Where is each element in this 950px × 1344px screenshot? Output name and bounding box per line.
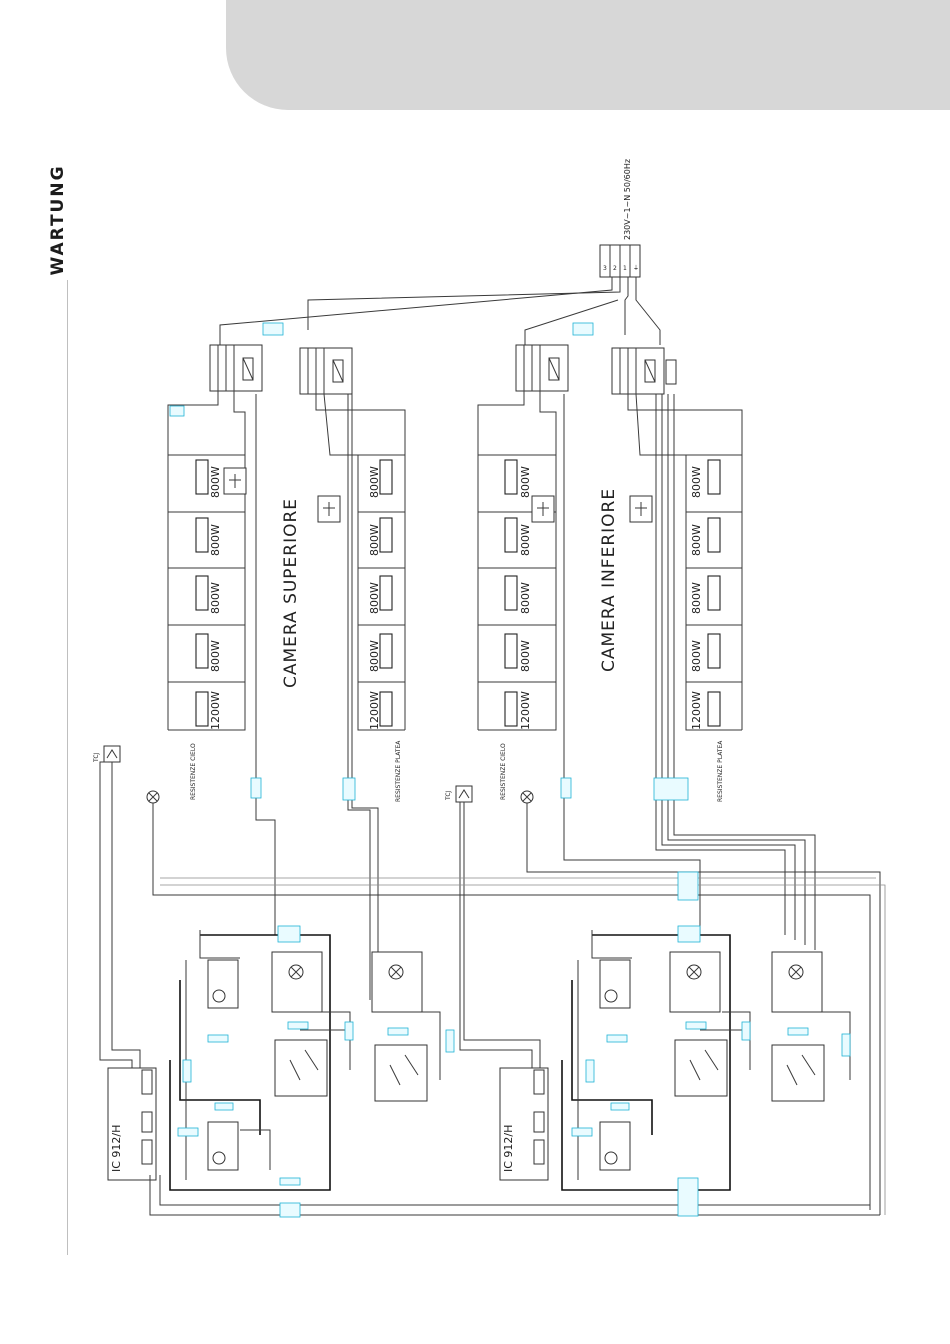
svg-text:1: 1 [623, 265, 627, 272]
svg-text:800W: 800W [519, 582, 532, 614]
svg-text:RESISTENZE CIELO: RESISTENZE CIELO [500, 743, 507, 800]
upper-tcj-sensor: TCJ [93, 746, 140, 1068]
lower-controller: IC 912/H [500, 1068, 548, 1180]
svg-text:1200W: 1200W [209, 691, 222, 730]
upper-top-resistor-ladder [168, 391, 245, 730]
svg-text:IC 912/H: IC 912/H [110, 1125, 123, 1172]
upper-chamber-title: CAMERA SUPERIORE [281, 498, 301, 688]
svg-text:1200W: 1200W [368, 691, 381, 730]
svg-text:3: 3 [603, 265, 607, 272]
lower-contactor-bottom [612, 348, 676, 394]
upper-chamber: 800W 800W 800W 800W 1200W RESISTENZE CIE… [93, 323, 870, 1210]
svg-text:800W: 800W [368, 582, 381, 614]
svg-text:800W: 800W [368, 466, 381, 498]
svg-text:RESISTENZE CIELO: RESISTENZE CIELO [190, 743, 197, 800]
power-terminal-block: 3 2 1 ⏚ [600, 245, 640, 277]
svg-text:2: 2 [613, 265, 617, 272]
upper-contactor-top [210, 345, 262, 391]
svg-text:230V~1~N 50/60Hz: 230V~1~N 50/60Hz [623, 159, 632, 240]
svg-text:800W: 800W [519, 640, 532, 672]
lower-bottom-resistor-ladder [628, 394, 742, 730]
svg-text:800W: 800W [690, 466, 703, 498]
svg-text:800W: 800W [519, 524, 532, 556]
svg-text:800W: 800W [209, 524, 222, 556]
svg-text:800W: 800W [690, 640, 703, 672]
svg-text:RESISTENZE PLATEA: RESISTENZE PLATEA [717, 740, 724, 802]
svg-text:800W: 800W [209, 582, 222, 614]
svg-text:TCJ: TCJ [445, 790, 452, 801]
upper-bottom-resistor-ladder [316, 394, 405, 730]
svg-text:⏚: ⏚ [633, 265, 639, 272]
svg-text:800W: 800W [368, 524, 381, 556]
lower-top-resistor-labels: 800W 800W 800W 800W 1200W RESISTENZE CIE… [500, 466, 532, 800]
svg-text:800W: 800W [690, 524, 703, 556]
svg-text:800W: 800W [209, 466, 222, 498]
upper-contactor-bottom [300, 348, 352, 394]
svg-text:1200W: 1200W [519, 691, 532, 730]
upper-controller: IC 912/H [108, 1068, 156, 1180]
lower-contactor-top [516, 345, 568, 391]
mains-wiring [220, 277, 660, 345]
svg-text:800W: 800W [519, 466, 532, 498]
lower-tcj-sensor: TCJ [445, 786, 540, 1068]
svg-text:800W: 800W [209, 640, 222, 672]
svg-text:RESISTENZE PLATEA: RESISTENZE PLATEA [395, 740, 402, 802]
svg-text:800W: 800W [690, 582, 703, 614]
upper-top-resistor-labels: 800W 800W 800W 800W 1200W RESISTENZE CIE… [190, 466, 222, 800]
upper-control-panel: IC 912/H [108, 926, 880, 1217]
lower-top-resistor-ladder [478, 391, 556, 730]
svg-text:TCJ: TCJ [93, 752, 100, 763]
lower-control-panel: IC 912/H [500, 926, 850, 1216]
svg-text:IC 912/H: IC 912/H [502, 1125, 515, 1172]
lower-chamber-title: CAMERA INFERIORE [599, 488, 619, 672]
svg-text:1200W: 1200W [690, 691, 703, 730]
power-supply-label: 230V~1~N 50/60Hz [623, 159, 632, 240]
svg-text:800W: 800W [368, 640, 381, 672]
